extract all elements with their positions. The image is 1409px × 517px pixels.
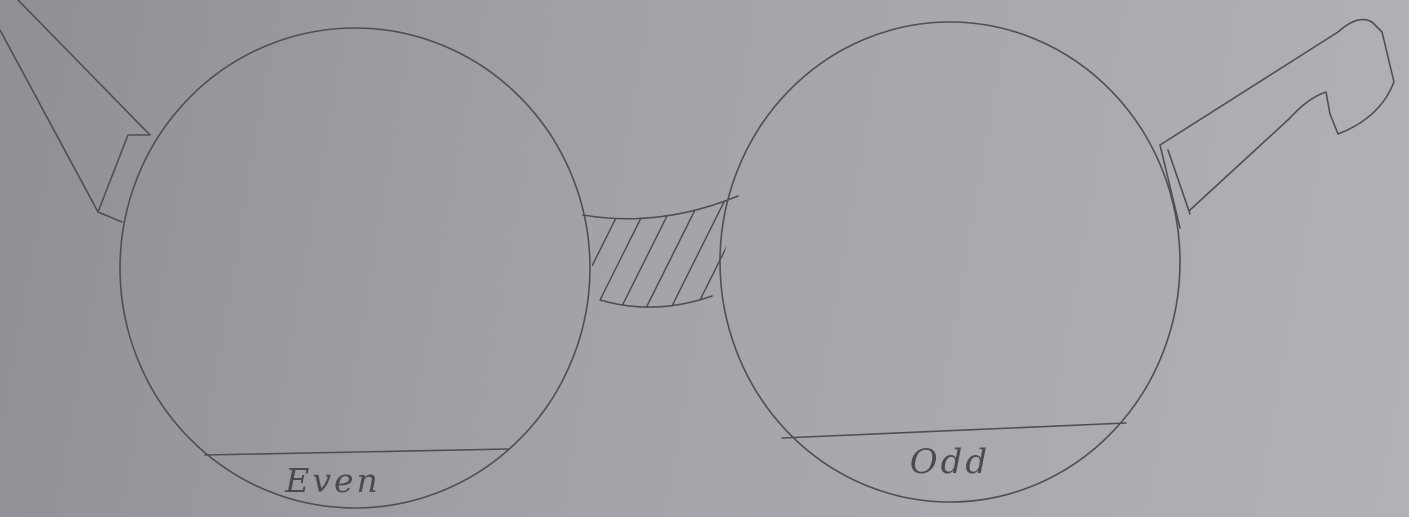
right-lens-label: Odd: [910, 442, 990, 482]
right-lens-divider: [782, 423, 1126, 438]
left-lens-divider: [205, 449, 508, 455]
left-lens: Even: [120, 28, 590, 508]
right-lens: Odd: [720, 22, 1180, 502]
left-temple-arm: [0, 0, 150, 222]
bridge-hatching: [560, 190, 780, 330]
right-temple-arm: [1160, 20, 1394, 228]
left-lens-label: Even: [284, 461, 381, 500]
bridge: [560, 190, 780, 330]
